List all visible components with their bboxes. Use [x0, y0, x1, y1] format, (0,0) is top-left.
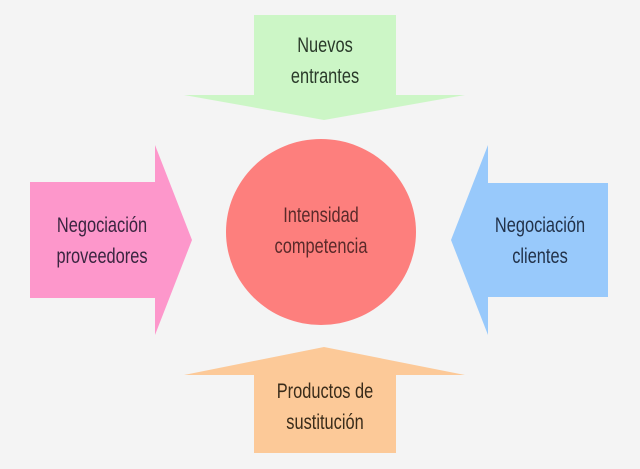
- arrow-left-supplier-bargaining: [30, 145, 192, 335]
- label-substitutes: Productos de sustitución: [247, 376, 403, 438]
- label-new-entrants: Nuevos entrantes: [247, 30, 403, 92]
- label-line: Negociación: [494, 214, 586, 237]
- label-line: proveedores: [56, 245, 148, 268]
- arrow-top-new-entrants: [184, 15, 465, 120]
- arrow-right-customer-bargaining: [451, 145, 608, 335]
- label-line: entrantes: [290, 65, 360, 88]
- label-line: Intensidad: [283, 204, 359, 227]
- label-line: competencia: [274, 235, 368, 258]
- label-supplier-bargaining: Negociación proveedores: [24, 210, 180, 272]
- label-customer-bargaining: Negociación clientes: [462, 210, 618, 272]
- label-line: sustitución: [286, 411, 364, 434]
- center-circle: [226, 139, 416, 325]
- label-competition-intensity: Intensidad competencia: [243, 200, 399, 262]
- label-line: Nuevos: [297, 34, 353, 57]
- label-line: Negociación: [56, 214, 148, 237]
- label-line: Productos de: [276, 380, 374, 403]
- arrow-bottom-substitutes: [184, 347, 465, 453]
- label-line: clientes: [512, 245, 568, 268]
